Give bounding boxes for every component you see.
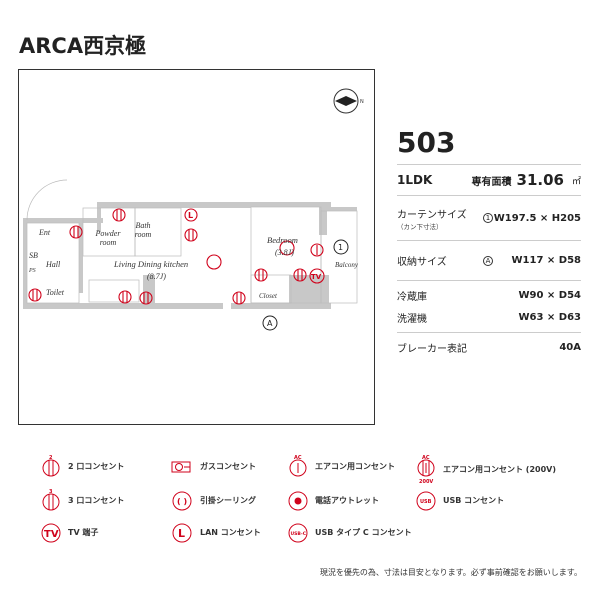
legend-item: USB-C USB タイプ C コンセント — [287, 520, 412, 544]
curtain-value: W197.5 × H205 — [493, 212, 581, 224]
outlet-icon — [112, 208, 126, 222]
legend-item: 2 2 口コンセント — [40, 454, 124, 478]
washer-label: 洗濯機 — [397, 314, 427, 325]
legend-item: ガスコンセント — [170, 454, 256, 478]
svg-text:3: 3 — [49, 489, 53, 495]
room-pipe-space: PS — [29, 268, 36, 274]
svg-text:AC: AC — [294, 455, 302, 461]
lan-outlet-icon: L — [172, 523, 192, 543]
room-bedroom: Bedroom — [267, 235, 298, 245]
curtain-marker: 1 — [333, 239, 349, 255]
room-bedroom-size: (3.8J) — [275, 248, 294, 257]
room-closet: Closet — [259, 292, 277, 300]
phone-outlet-icon — [288, 491, 308, 511]
room-balcony: Balcony — [335, 261, 358, 269]
unit-number: 503 — [397, 126, 456, 159]
disclaimer-note: 現況を優先の為、寸法は目安となります。必ず事前確認をお願いします。 — [319, 568, 582, 577]
svg-text:200V: 200V — [419, 479, 433, 484]
ac-outlet-icon: AC — [289, 455, 307, 477]
room-ldk: Living Dining kitchen — [114, 259, 189, 269]
usb-outlet-icon: USB — [416, 491, 436, 511]
curtain-marker: 1 — [483, 213, 493, 223]
breaker-value: 40A — [559, 342, 581, 353]
legend-item: ( ) 引掛シーリング — [170, 488, 256, 512]
gas-outlet-icon — [171, 461, 191, 473]
compass-icon: N — [333, 88, 364, 114]
floor-plan: N L TV 1 A Ent SB Hall PS Toil — [18, 69, 375, 425]
tv-terminal-icon: TV — [41, 523, 61, 543]
legend-item: USB USB コンセント — [415, 488, 504, 512]
svg-text:N: N — [360, 99, 364, 105]
storage-label: 収納サイズ — [397, 257, 447, 268]
spec-panel: 503 1LDK 専有面積 31.06 ㎡ カーテンサイズ（カン下寸法） 1 W… — [397, 126, 581, 362]
area-label: 専有面積 — [471, 176, 512, 188]
outlet-icon — [28, 288, 42, 302]
outlet-icon — [293, 268, 307, 282]
fridge-value: W90 × D54 — [518, 290, 581, 301]
storage-marker: A — [262, 315, 278, 331]
ceiling-hook-icon: ( ) — [172, 491, 192, 511]
property-title: ARCA西京極 — [19, 34, 147, 58]
svg-text:2: 2 — [49, 455, 53, 461]
outlet-icon — [232, 291, 246, 305]
lan-outlet-icon: L — [184, 208, 198, 222]
legend-item: AC エアコン用コンセント — [287, 454, 395, 478]
walls — [23, 202, 357, 309]
svg-text:L: L — [178, 527, 185, 540]
area-unit: ㎡ — [571, 176, 581, 187]
svg-text:USB-C: USB-C — [291, 531, 307, 537]
room-toilet: Toilet — [46, 288, 64, 297]
svg-text:L: L — [188, 211, 193, 220]
svg-text:A: A — [267, 319, 273, 328]
room-shoe-box: SB — [29, 251, 38, 260]
room-hall: Hall — [46, 260, 61, 269]
svg-text:USB: USB — [420, 499, 432, 505]
legend-item: 3 3 口コンセント — [40, 488, 124, 512]
legend-item: TV TV 端子 — [40, 520, 98, 544]
svg-text:TV: TV — [44, 529, 59, 540]
room-bath: Bath room — [134, 221, 152, 240]
breaker-label: ブレーカー表記 — [397, 344, 467, 355]
svg-text:( ): ( ) — [177, 497, 187, 506]
outlet-icon — [69, 225, 83, 239]
svg-text:TV: TV — [311, 273, 322, 281]
outlet-icon — [118, 290, 132, 304]
outlet-symbols: L TV — [28, 208, 325, 305]
tv-terminal-icon: TV — [309, 268, 325, 284]
storage-value: W117 × D58 — [511, 255, 581, 266]
outlet-2-icon: 2 — [42, 455, 60, 477]
storage-marker: A — [483, 255, 493, 266]
curtain-label: カーテンサイズ（カン下寸法） — [397, 209, 467, 231]
area-value: 31.06 — [516, 171, 564, 189]
outlet-icon — [184, 228, 198, 242]
svg-text:1: 1 — [338, 243, 343, 252]
ceiling-hook-icon — [206, 254, 222, 270]
ac-outlet-200v-icon: AC 200V — [417, 455, 435, 484]
washer-value: W63 × D63 — [518, 312, 581, 323]
legend-item: 電話アウトレット — [287, 488, 379, 512]
outlet-icon — [139, 291, 153, 305]
room-powder: Powder room — [95, 229, 121, 248]
fridge-label: 冷蔵庫 — [397, 292, 427, 303]
layout-type: 1LDK — [397, 173, 433, 187]
outlet-3-icon: 3 — [42, 489, 60, 511]
floor-plan-drawing: N L TV 1 A — [23, 88, 364, 331]
room-ldk-size: (8.7J) — [147, 272, 166, 281]
ceiling-hook-icon — [279, 240, 295, 256]
svg-text:AC: AC — [422, 455, 430, 461]
room-entrance: Ent — [39, 228, 51, 237]
ac-outlet-icon — [310, 243, 324, 257]
usb-c-outlet-icon: USB-C — [288, 523, 308, 543]
legend-item: L LAN コンセント — [170, 520, 261, 544]
outlet-icon — [254, 268, 268, 282]
